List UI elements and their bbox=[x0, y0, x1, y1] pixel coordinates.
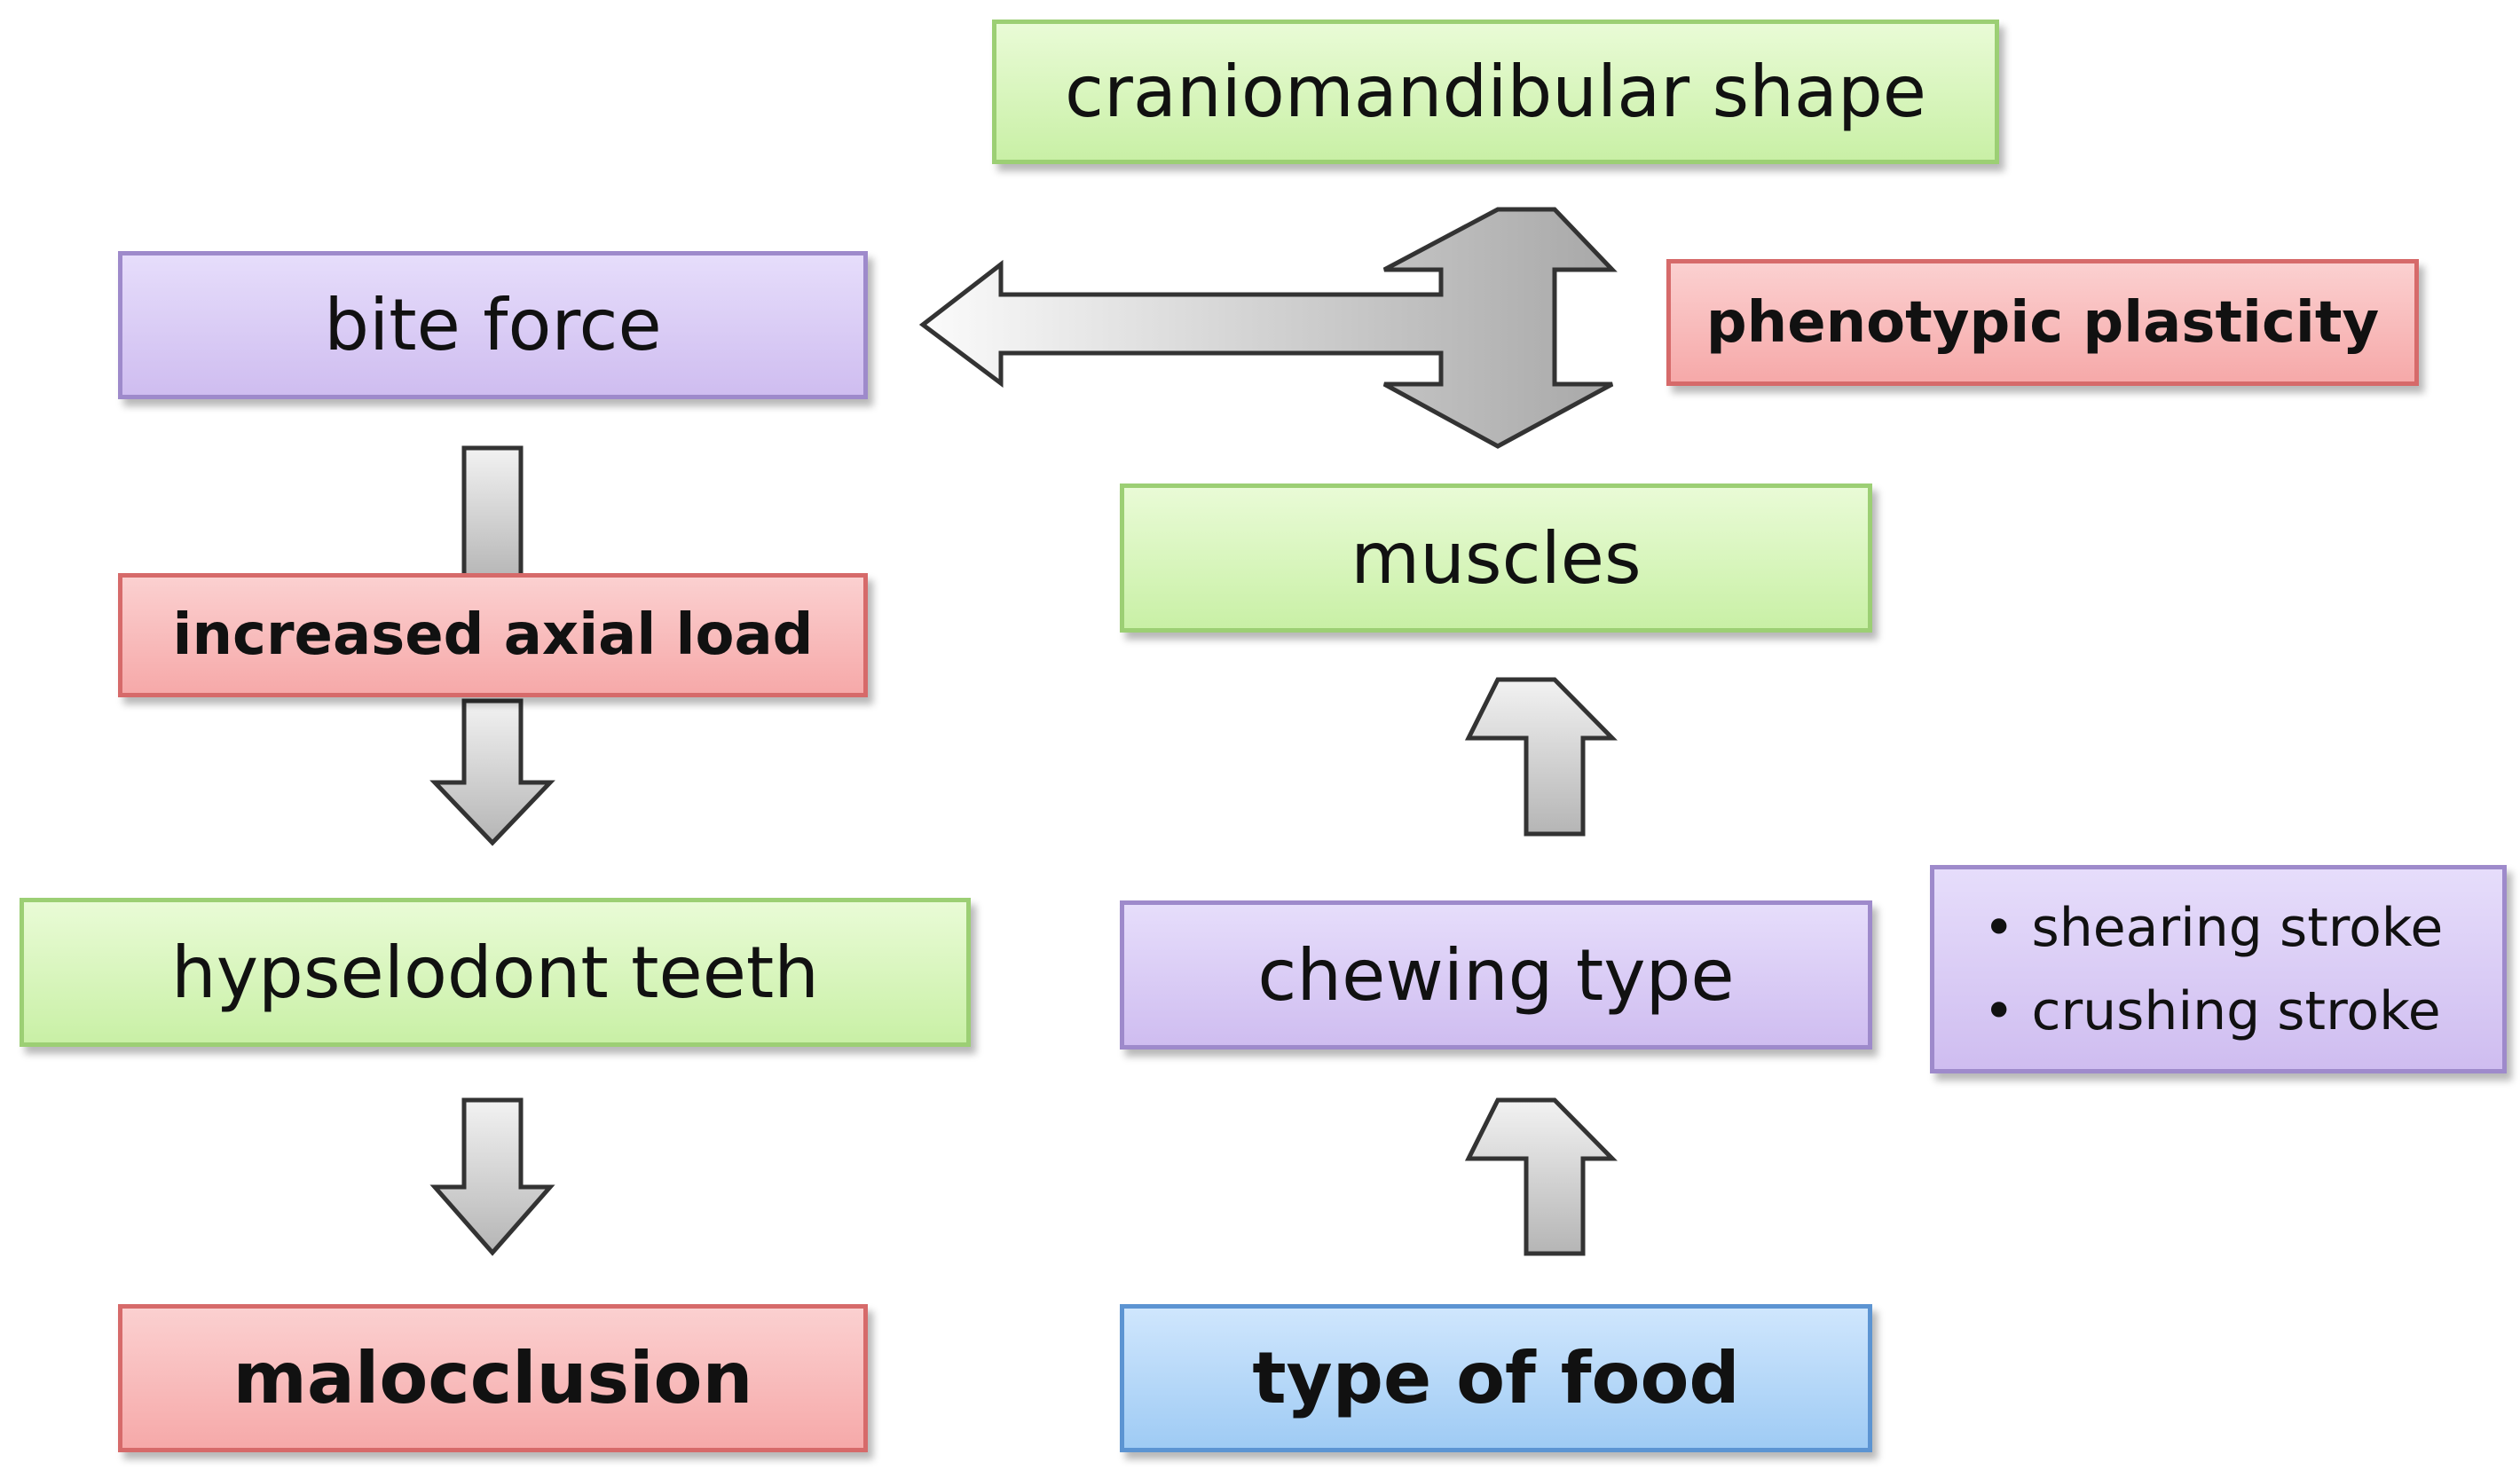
type-of-food-box: type of food bbox=[1120, 1304, 1872, 1452]
arrow-bite-to-load-shaft bbox=[461, 445, 524, 584]
hypselodont-teeth-label: hypselodont teeth bbox=[171, 931, 819, 1014]
phenotypic-plasticity-box: phenotypic plasticity bbox=[1666, 259, 2419, 386]
bite-force-box: bite force bbox=[118, 251, 868, 399]
craniomandibular-shape-label: craniomandibular shape bbox=[1065, 51, 1926, 133]
arrow-chewing-to-muscles bbox=[1464, 677, 1618, 837]
chewing-stroke-text: crushing stroke bbox=[2031, 979, 2441, 1042]
chewing-strokes-box: • shearing stroke • crushing stroke bbox=[1930, 865, 2507, 1073]
chewing-stroke-item: • crushing stroke bbox=[1983, 979, 2441, 1042]
chewing-stroke-text: shearing stroke bbox=[2031, 896, 2444, 959]
type-of-food-label: type of food bbox=[1252, 1337, 1740, 1419]
chewing-stroke-item: • shearing stroke bbox=[1983, 896, 2444, 959]
arrow-food-to-chewing bbox=[1464, 1097, 1618, 1256]
arrow-load-to-teeth bbox=[429, 698, 555, 846]
malocclusion-label: malocclusion bbox=[232, 1337, 753, 1419]
arrow-teeth-to-malocclusion bbox=[429, 1097, 555, 1256]
muscles-box: muscles bbox=[1120, 483, 1872, 633]
arrow-craniomandibular-muscles-bite bbox=[918, 207, 1618, 449]
increased-axial-load-box: increased axial load bbox=[118, 573, 868, 697]
bite-force-label: bite force bbox=[324, 284, 662, 366]
malocclusion-box: malocclusion bbox=[118, 1304, 868, 1452]
increased-axial-load-label: increased axial load bbox=[172, 602, 814, 668]
chewing-type-box: chewing type bbox=[1120, 900, 1872, 1050]
chewing-type-label: chewing type bbox=[1257, 933, 1735, 1017]
hypselodont-teeth-box: hypselodont teeth bbox=[20, 898, 971, 1047]
muscles-label: muscles bbox=[1351, 516, 1642, 600]
phenotypic-plasticity-label: phenotypic plasticity bbox=[1705, 289, 2380, 356]
craniomandibular-shape-box: craniomandibular shape bbox=[992, 20, 1999, 164]
